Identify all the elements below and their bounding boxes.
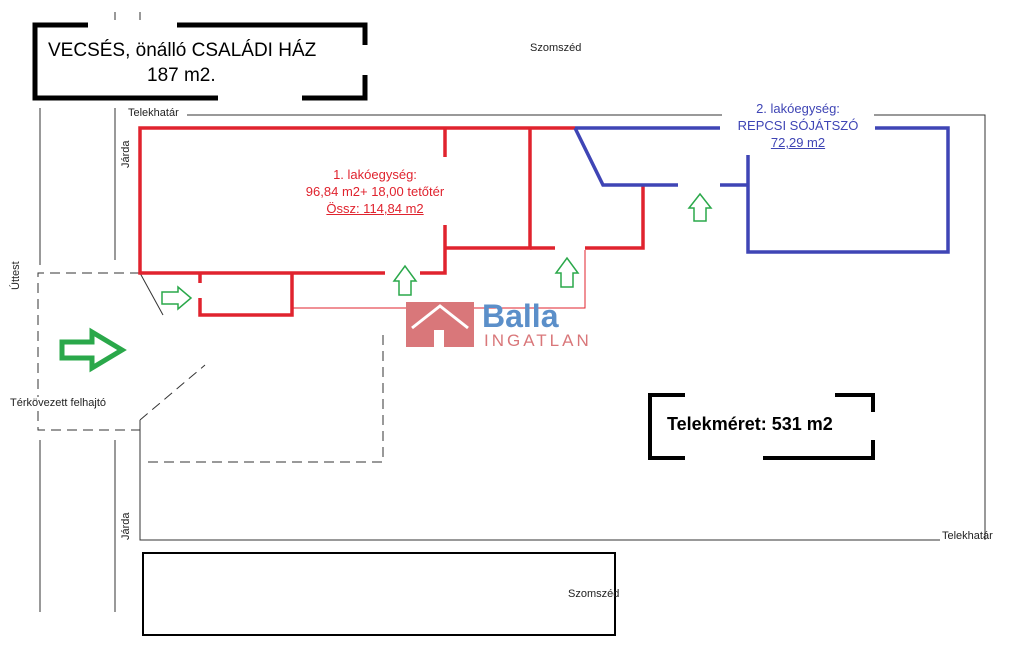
title-frame [32, 22, 368, 101]
unit2-area: 72,29 m2 [770, 135, 826, 150]
entrance-arrows [59, 192, 713, 373]
arrow-right-icon [161, 285, 193, 311]
arrow-up-icon [392, 264, 418, 296]
sidewalk-top-label: Járda [120, 140, 132, 168]
unit2-walls [573, 126, 950, 254]
unit1-label: 1. lakóegység: 96,84 m2+ 18,00 tetőtér Ö… [260, 166, 490, 217]
arrow-up-icon [554, 256, 580, 288]
plot-size: Telekméret: 531 m2 [667, 414, 833, 434]
arrow-up-icon [687, 192, 713, 222]
unit1-total: Össz: 114,84 m2 [326, 201, 424, 216]
title-line2: 187 m2. [147, 65, 216, 86]
street-lines [39, 12, 986, 636]
logo-house-icon [406, 302, 474, 347]
unit1-terrace [292, 250, 586, 309]
unit2-title: 2. lakóegység: [756, 101, 840, 116]
unit1-walls [138, 126, 645, 317]
boundary-bottom-label: Telekhatár [942, 530, 993, 542]
logo-name: Balla [482, 298, 559, 334]
title-line1: VECSÉS, önálló CSALÁDI HÁZ [48, 40, 317, 61]
boundary-top-label: Telekhatár [128, 107, 182, 119]
logo-sub: INGATLAN [484, 331, 592, 350]
unit2-name: REPCSI SÓJÁTSZÓ [737, 118, 859, 133]
neighbor-bottom-label: Szomszéd [568, 588, 620, 600]
unit1-area: 96,84 m2+ 18,00 tetőtér [305, 184, 445, 199]
driveway-outline [37, 272, 384, 463]
road-label: Úttest [10, 261, 22, 290]
driveway-label: Térkövezett felhajtó [10, 397, 106, 409]
sidewalk-bottom-label: Járda [120, 512, 132, 540]
neighbor-top-label: Szomszéd [530, 42, 582, 54]
plot-size-frame [648, 393, 875, 460]
unit1-title: 1. lakóegység: [333, 167, 417, 182]
arrow-right-icon [59, 327, 127, 373]
unit2-label: 2. lakóegység: REPCSI SÓJÁTSZÓ 72,29 m2 [722, 100, 874, 151]
